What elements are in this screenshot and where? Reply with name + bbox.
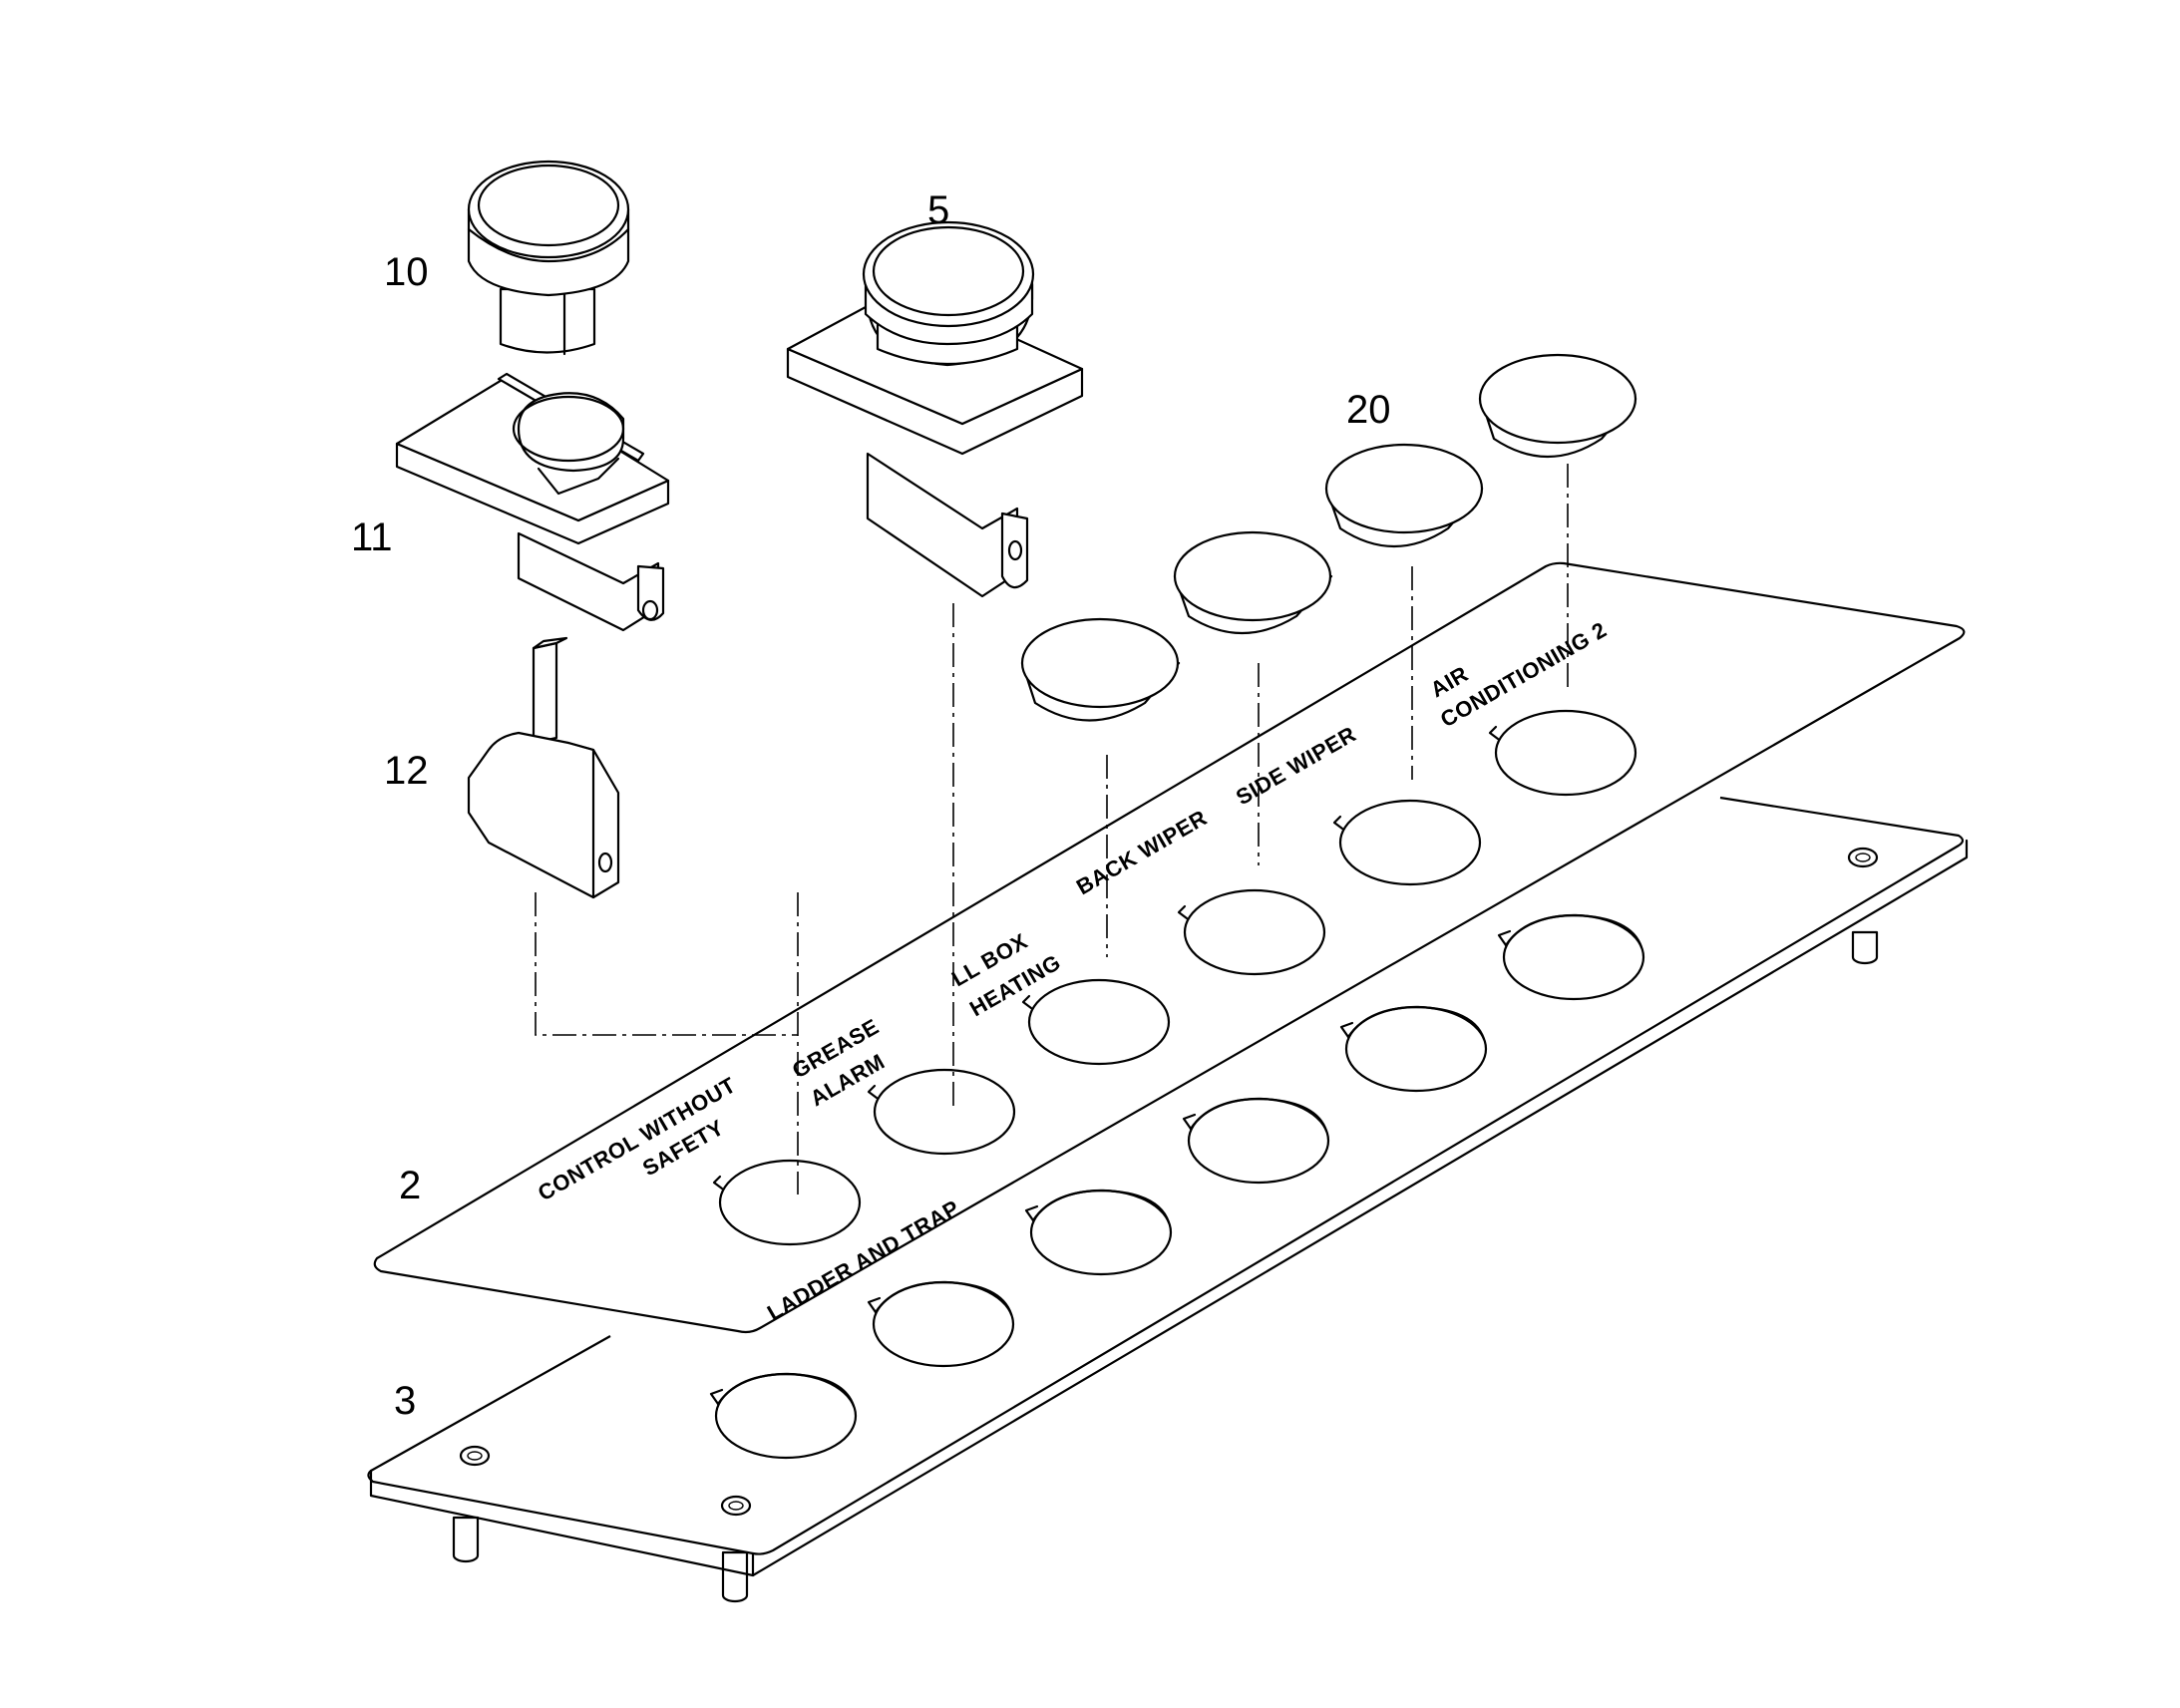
callout-2: 2 [399,1164,421,1207]
mounting-hole [720,1495,752,1517]
label-plate-2: CONTROL WITHOUT SAFETY GREASE ALARM LL B… [373,561,1966,1334]
plate2-hole [1332,799,1482,886]
leader-lines [535,464,1569,1195]
plate3-cutout [1339,1005,1488,1093]
plate2-hole [867,1068,1016,1156]
mounting-hole [1847,847,1879,868]
knob-part-10 [467,160,630,356]
plate-pin [1851,930,1879,965]
plate3-cutout [709,1372,858,1460]
callout-5: 5 [927,188,949,232]
plate-pin [721,1550,749,1603]
plate2-hole [712,1159,862,1246]
plate2-hole [1021,978,1171,1066]
blank-cap [1020,617,1181,722]
pushbutton-part-5 [786,220,1084,598]
plate2-hole [1177,888,1326,976]
callout-20: 20 [1346,388,1391,432]
plate3-cutout [867,1280,1015,1368]
plate3-cutout [1497,913,1645,1001]
blank-cap [1324,443,1484,548]
callout-3: 3 [394,1379,416,1423]
callout-11: 11 [351,515,393,559]
holder-part-11 [395,372,670,632]
plate2-hole [1488,709,1637,797]
blank-cap [1173,530,1333,635]
mounting-plate-3 [367,796,1969,1603]
plate-pin [452,1516,480,1563]
actuator-part-12 [467,636,620,899]
plate3-cutout [1182,1097,1330,1185]
callout-10: 10 [384,250,429,294]
plate3-cutout [1024,1189,1173,1276]
mounting-hole [459,1445,491,1467]
callout-12: 12 [384,749,429,793]
blank-cap [1478,353,1637,459]
